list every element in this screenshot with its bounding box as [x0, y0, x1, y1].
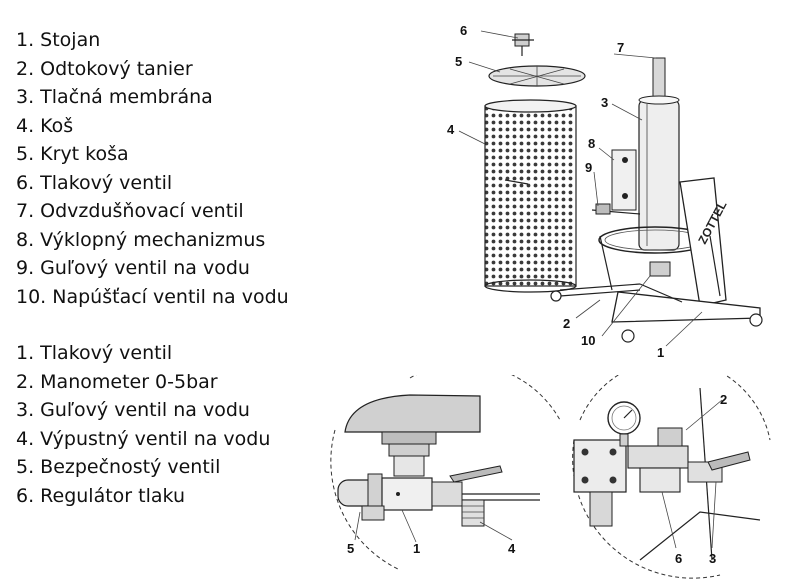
frame-parts	[573, 387, 761, 561]
list-item: 9. Guľový ventil na vodu	[16, 257, 250, 279]
list-item: 2. Odtokový tanier	[16, 57, 193, 80]
list-item: 7. Odvzdušňovací ventil	[16, 200, 244, 222]
callout-5: 5	[455, 54, 462, 69]
press-stand: ZOTTEL	[550, 177, 763, 343]
list-item: 4. Koš	[16, 114, 74, 137]
pressure-regulator	[627, 427, 751, 493]
list-item: 8. Výklopný mechanizmus	[16, 228, 266, 251]
valve-parts-list: 1. Tlakový ventil 2. Manometer 0-5bar 3.…	[16, 339, 270, 510]
list-item: 10. Napúšťací ventil na vodu	[16, 285, 289, 308]
list-item: 1. Tlakový ventil	[16, 342, 173, 364]
list-item: 2. Manometer 0-5bar	[16, 370, 218, 393]
callout-3: 3	[709, 551, 716, 566]
list-item: 5. Kryt koša	[16, 143, 129, 165]
callout-3: 3	[601, 95, 608, 110]
callout-1: 1	[413, 541, 420, 556]
leader-lines	[458, 30, 703, 347]
valve-detail-a: 5 1 4	[330, 375, 560, 571]
list-item: 5. Bezpečnostý ventil	[16, 456, 221, 478]
drain-funnel	[344, 394, 481, 477]
callout-10: 10	[581, 333, 595, 348]
valve-detail-b: 2 6 3	[572, 375, 771, 579]
list-item: 6. Regulátor tlaku	[16, 484, 185, 507]
callout-7: 7	[617, 40, 624, 55]
list-item: 4. Výpustný ventil na vodu	[16, 427, 271, 450]
callout-5: 5	[347, 541, 354, 556]
basket-cover	[488, 65, 586, 87]
list-item: 3. Guľový ventil na vodu	[16, 399, 250, 421]
list-item: 6. Tlakový ventil	[16, 171, 173, 194]
callout-1: 1	[657, 345, 664, 360]
callout-8: 8	[588, 136, 595, 151]
pressure-valve-part	[512, 33, 534, 56]
callout-6: 6	[460, 23, 467, 38]
callout-2: 2	[563, 316, 570, 331]
callout-4: 4	[508, 541, 516, 556]
basket	[484, 99, 577, 293]
valve-body	[337, 473, 540, 521]
press-parts-list: 1. Stojan 2. Odtokový tanier 3. Tlačná m…	[16, 26, 289, 311]
callout-4: 4	[447, 122, 455, 137]
press-diagram: ZOTTEL 6 5 4 7 3 8 9 2 10 1	[447, 23, 763, 360]
callout-6: 6	[675, 551, 682, 566]
press-membrane	[638, 57, 680, 251]
list-item: 3. Tlačná membrána	[16, 86, 213, 108]
callout-2: 2	[720, 392, 727, 407]
tilt-mechanism	[591, 149, 641, 215]
list-item: 1. Stojan	[16, 29, 101, 51]
callout-9: 9	[585, 160, 592, 175]
drain-valve-handle	[449, 465, 503, 527]
manometer	[607, 401, 641, 447]
